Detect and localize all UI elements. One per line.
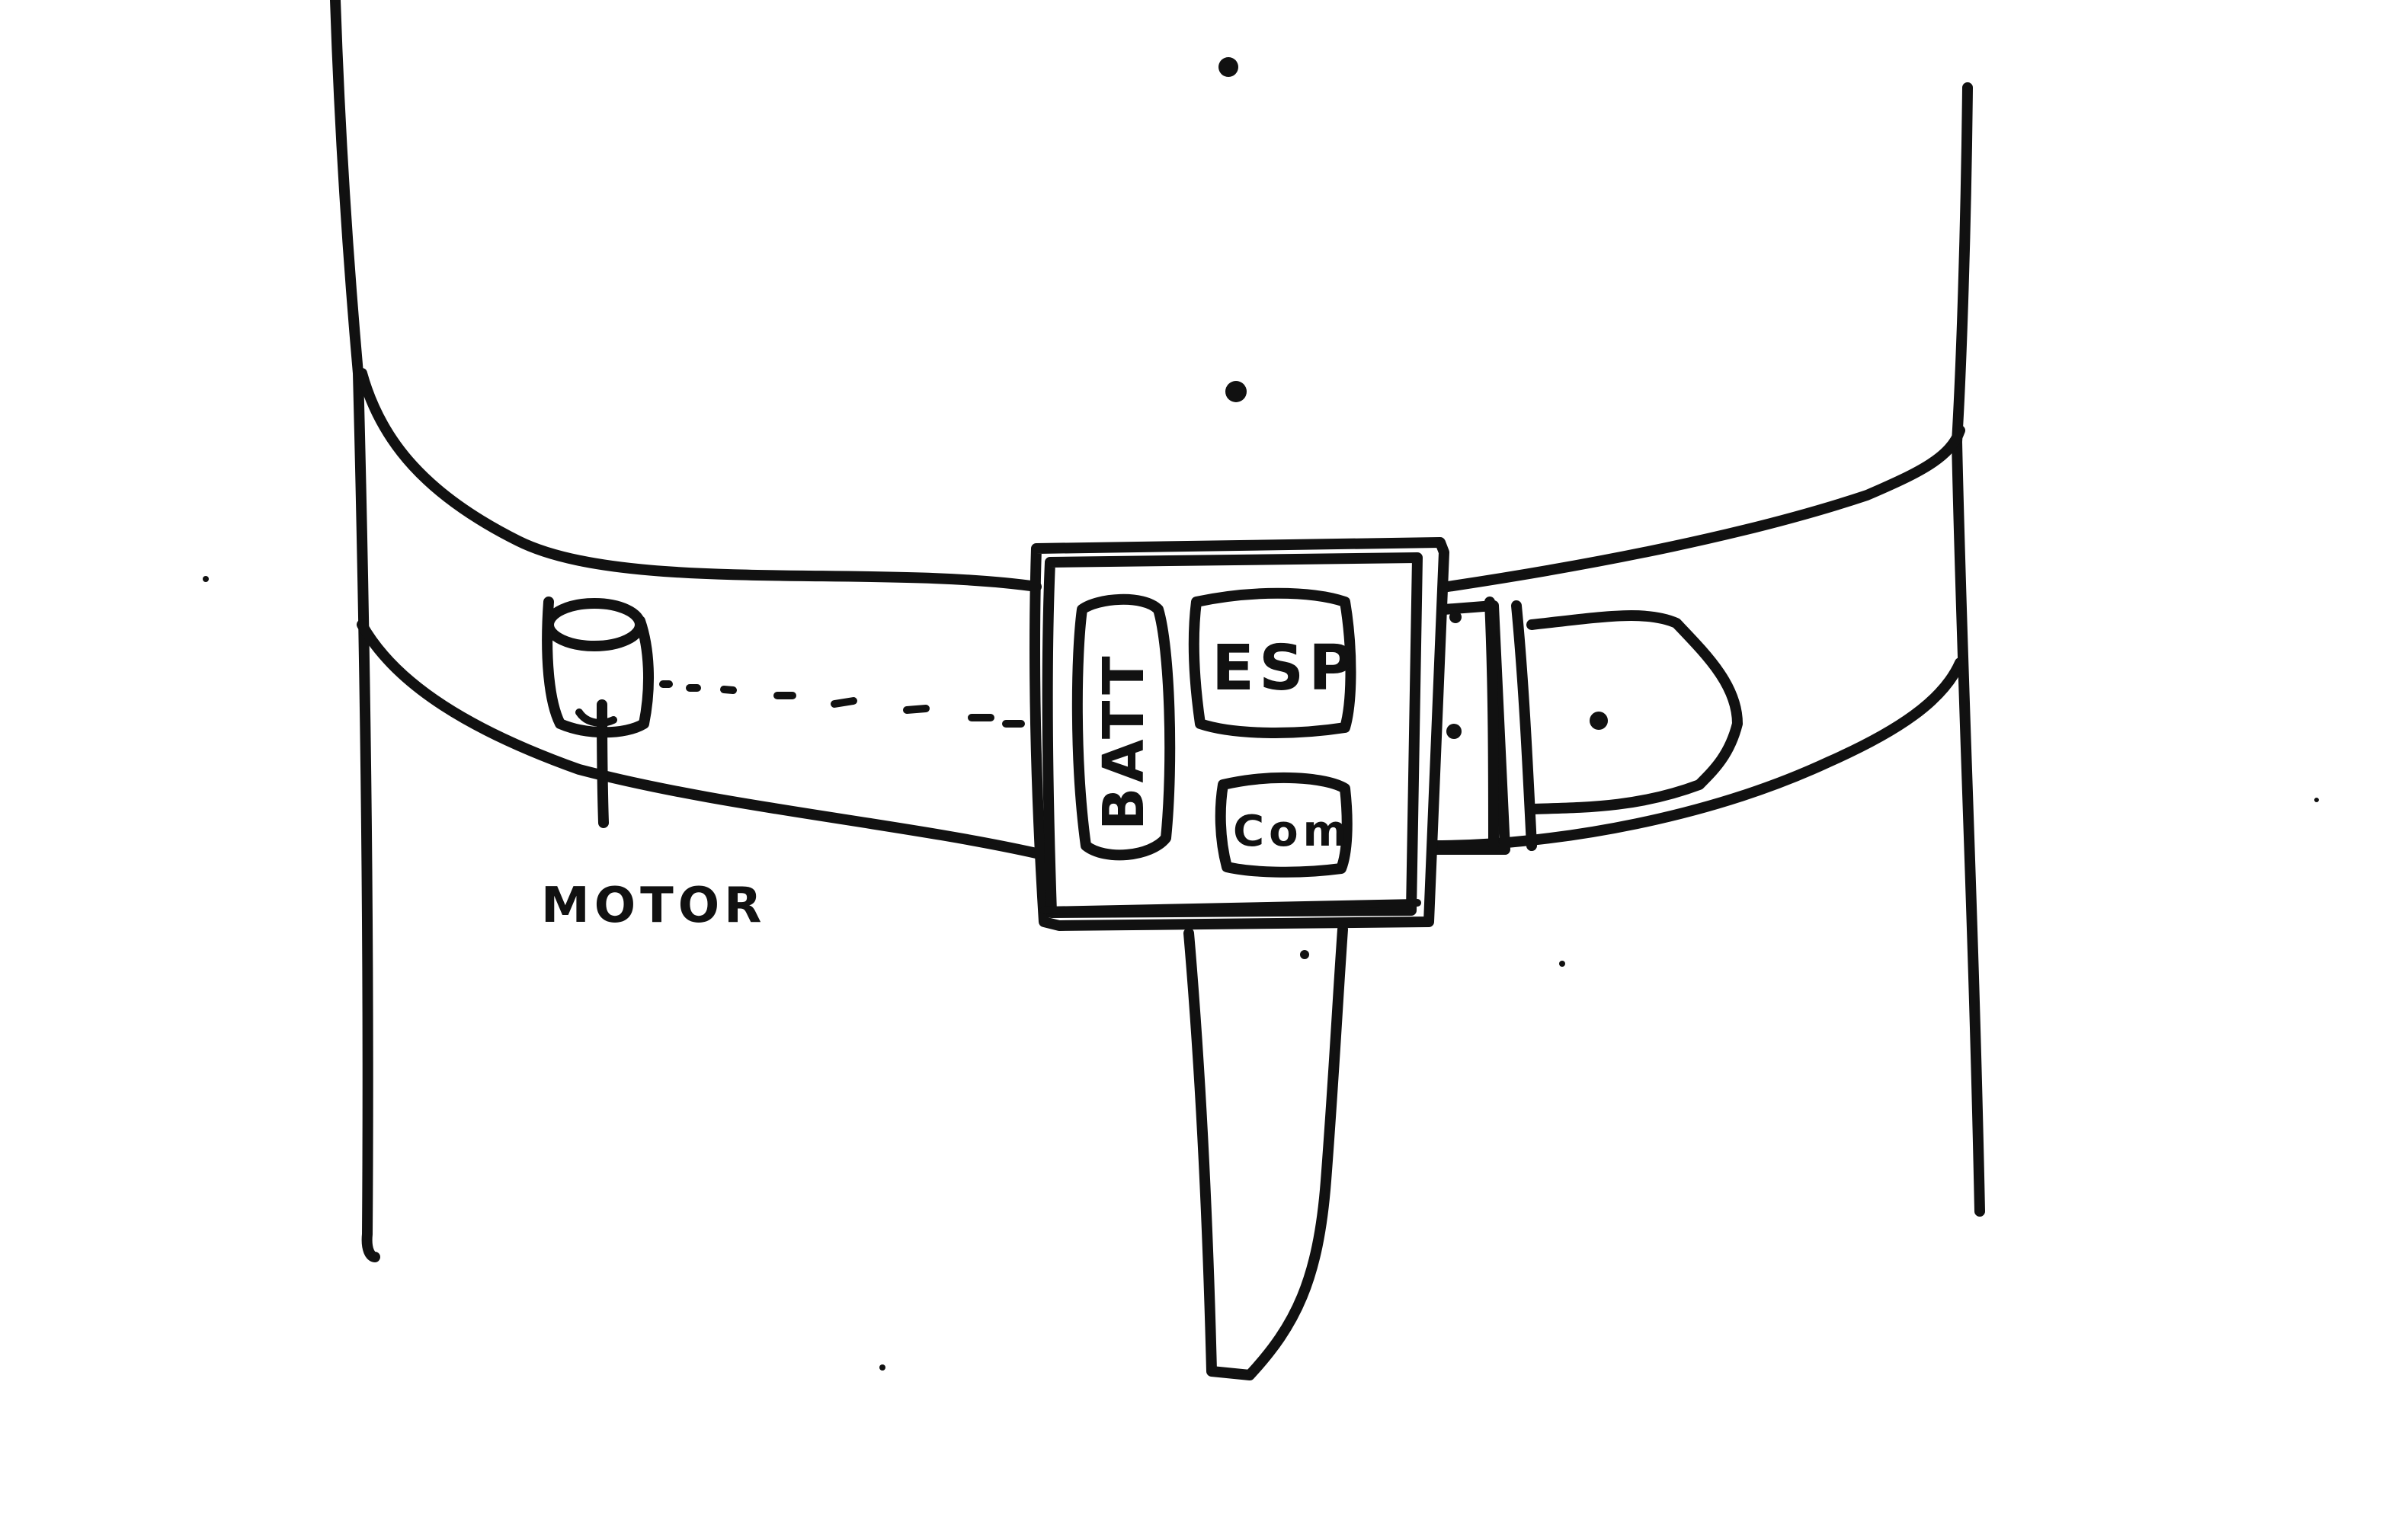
keeper-hole bbox=[1446, 724, 1462, 739]
torso-right-edge bbox=[1957, 88, 1980, 1211]
wire-dash-5 bbox=[834, 701, 853, 704]
speck-2 bbox=[1559, 961, 1565, 967]
motor-lead bbox=[579, 712, 613, 723]
speck-4 bbox=[2314, 798, 2319, 802]
battery-compartment: BATT bbox=[1078, 600, 1170, 856]
navel-dot-lower bbox=[1225, 381, 1247, 402]
belt-top-edge-left bbox=[362, 373, 1036, 587]
wire-dash-6 bbox=[907, 709, 926, 710]
navel-dot-upper bbox=[1218, 57, 1238, 77]
esp-label: ESP bbox=[1212, 632, 1359, 705]
belt-bottom-edge-right bbox=[1433, 663, 1960, 846]
belt-tip-hole bbox=[1590, 712, 1608, 730]
com-label: Com bbox=[1233, 807, 1352, 856]
strap-mark bbox=[1300, 950, 1309, 959]
keeper-divider bbox=[1490, 602, 1494, 846]
keeper-hole-2 bbox=[1449, 611, 1462, 623]
esp-module: ESP bbox=[1194, 593, 1359, 733]
speck-3 bbox=[879, 1364, 885, 1371]
belt-tip bbox=[1532, 616, 1737, 809]
battery-label: BATT bbox=[1091, 651, 1157, 830]
belt-bottom-edge-left bbox=[362, 625, 1036, 853]
belt-top-edge-right bbox=[1448, 430, 1960, 587]
motor-label: MOTOR bbox=[541, 878, 766, 934]
wire-dash-3 bbox=[724, 689, 733, 690]
motor-wire bbox=[663, 684, 1021, 724]
motor-top bbox=[549, 603, 640, 646]
com-module: Com bbox=[1221, 778, 1352, 872]
hanging-strap bbox=[1189, 929, 1343, 1375]
speck-1 bbox=[203, 576, 209, 582]
